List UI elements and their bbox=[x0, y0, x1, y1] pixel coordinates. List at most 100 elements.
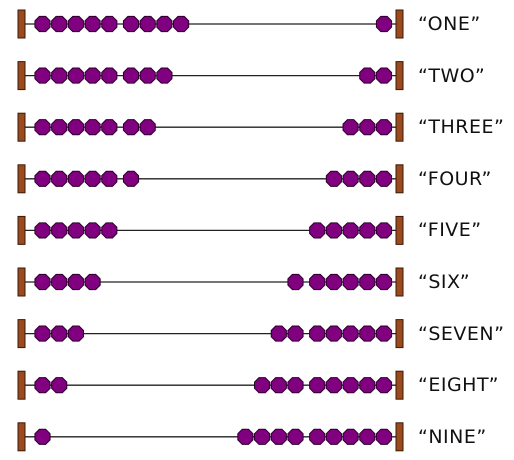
bead-right bbox=[342, 222, 359, 239]
bead-right bbox=[359, 428, 376, 445]
row-label: “SEVEN” bbox=[418, 322, 505, 345]
bead-left bbox=[34, 119, 51, 136]
right-post bbox=[395, 164, 404, 194]
bead-right bbox=[342, 377, 359, 394]
bead-right bbox=[287, 428, 304, 445]
bead-left bbox=[139, 15, 156, 33]
bead-left bbox=[84, 119, 101, 136]
abacus-row bbox=[17, 112, 404, 142]
bead-right bbox=[342, 428, 359, 445]
bead-left bbox=[122, 67, 140, 84]
bead-left bbox=[122, 119, 140, 136]
bead-left bbox=[84, 15, 101, 33]
bead-right bbox=[309, 377, 326, 394]
bead-left bbox=[84, 67, 101, 84]
bead-right bbox=[254, 377, 271, 394]
bead-left bbox=[101, 170, 118, 187]
left-post bbox=[17, 61, 26, 91]
bead-left bbox=[51, 67, 68, 84]
bead-left bbox=[101, 119, 118, 136]
abacus-row bbox=[17, 164, 404, 194]
bead-left bbox=[173, 15, 190, 33]
row-label: “SIX” bbox=[418, 271, 471, 293]
abacus-row bbox=[17, 215, 404, 245]
abacus-row bbox=[17, 319, 404, 349]
bead-left bbox=[34, 377, 51, 394]
bead-right bbox=[375, 428, 393, 445]
bead-left bbox=[67, 15, 84, 33]
abacus-row bbox=[17, 61, 404, 91]
bead-right bbox=[237, 428, 254, 445]
bead-left bbox=[156, 67, 173, 84]
bead-left bbox=[34, 67, 51, 84]
bead-left bbox=[67, 222, 84, 239]
bead-left bbox=[67, 325, 84, 342]
bead-left bbox=[67, 119, 84, 136]
bead-left bbox=[101, 222, 118, 239]
row-label: “ONE” bbox=[418, 13, 481, 35]
row-label: “THREE” bbox=[418, 116, 505, 139]
bead-left bbox=[101, 15, 118, 33]
bead-right bbox=[375, 119, 393, 136]
bead-left bbox=[34, 15, 51, 33]
right-post bbox=[395, 267, 404, 297]
bead-left bbox=[51, 377, 68, 394]
right-post bbox=[395, 422, 404, 452]
bead-right bbox=[375, 325, 393, 342]
right-post bbox=[395, 112, 404, 142]
bead-right bbox=[375, 170, 393, 187]
bead-right bbox=[287, 377, 304, 394]
bead-left bbox=[67, 170, 84, 187]
bead-left bbox=[51, 325, 68, 342]
bead-right bbox=[325, 377, 342, 394]
bead-left bbox=[51, 222, 68, 239]
bead-left bbox=[67, 273, 84, 291]
bead-left bbox=[51, 119, 68, 136]
bead-right bbox=[309, 222, 326, 239]
bead-right bbox=[359, 170, 376, 187]
bead-right bbox=[254, 428, 271, 445]
bead-right bbox=[359, 273, 376, 291]
left-post bbox=[17, 215, 26, 245]
left-post bbox=[17, 370, 26, 400]
bead-left bbox=[34, 222, 51, 239]
row-label: “FOUR” bbox=[418, 167, 492, 190]
bead-right bbox=[375, 67, 393, 84]
bead-left bbox=[84, 222, 101, 239]
bead-right bbox=[375, 222, 393, 239]
bead-right bbox=[325, 222, 342, 239]
row-label: “FIVE” bbox=[418, 219, 482, 242]
bead-left bbox=[84, 273, 101, 291]
bead-left bbox=[51, 170, 68, 187]
left-post bbox=[17, 9, 26, 39]
bead-right bbox=[359, 67, 376, 84]
row-label: “NINE” bbox=[418, 425, 487, 448]
left-post bbox=[17, 164, 26, 194]
bead-right bbox=[359, 377, 376, 394]
bead-right bbox=[342, 170, 359, 187]
bead-left bbox=[156, 15, 173, 33]
bead-right bbox=[270, 325, 287, 342]
bead-left bbox=[34, 273, 51, 291]
left-post bbox=[17, 267, 26, 297]
left-post bbox=[17, 112, 26, 142]
left-post bbox=[17, 422, 26, 452]
bead-right bbox=[375, 377, 393, 394]
bead-left bbox=[34, 325, 51, 342]
right-post bbox=[395, 215, 404, 245]
bead-left bbox=[101, 67, 118, 84]
bead-right bbox=[325, 428, 342, 445]
bead-left bbox=[139, 119, 156, 136]
bead-left bbox=[34, 170, 51, 187]
bead-right bbox=[375, 273, 393, 291]
right-post bbox=[395, 319, 404, 349]
bead-left bbox=[51, 15, 68, 33]
bead-right bbox=[359, 222, 376, 239]
bead-left bbox=[84, 170, 101, 187]
bead-right bbox=[325, 273, 342, 291]
bead-left bbox=[139, 67, 156, 84]
bead-right bbox=[359, 119, 376, 136]
abacus-row bbox=[17, 9, 404, 39]
bead-left bbox=[34, 428, 51, 445]
